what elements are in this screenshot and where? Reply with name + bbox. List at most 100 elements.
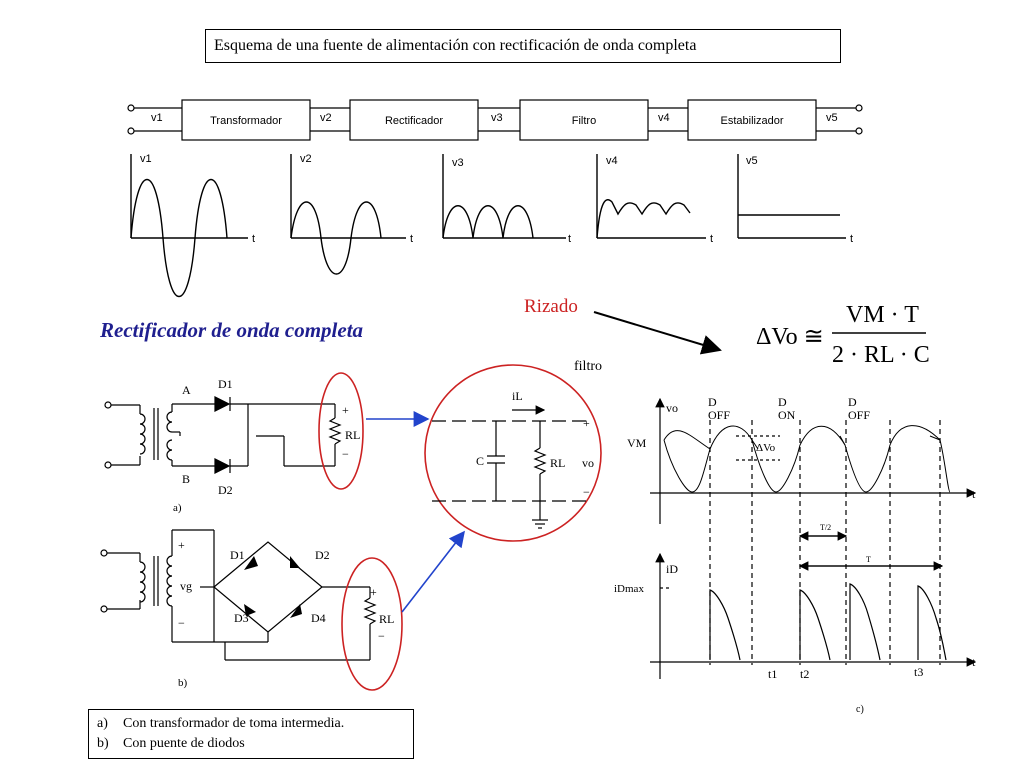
label-D1: D1	[218, 377, 233, 391]
legend-item: a) Con transformador de toma intermedia.	[97, 714, 405, 734]
label-t3: t3	[914, 665, 923, 679]
label-VM: VM	[627, 436, 647, 450]
node-label: v4	[658, 112, 670, 124]
label-RL: RL	[550, 456, 565, 470]
block-labels: Transformador Rectificador Filtro Estabi…	[151, 112, 838, 127]
node-label: v3	[491, 112, 503, 124]
label-vg: vg	[180, 579, 192, 593]
axis-t: t	[972, 487, 976, 501]
label-D2: D2	[315, 548, 330, 562]
block-label: Transformador	[210, 115, 282, 127]
circuit-a-labels: A B D1 D2 RL + − a)	[173, 377, 360, 514]
node-label: v1	[151, 112, 163, 124]
block-label: Filtro	[572, 115, 596, 127]
highlight-ellipse-b	[341, 557, 403, 691]
circuit-tag: b)	[178, 677, 188, 689]
formula-numerator: VM · T	[846, 302, 919, 328]
label-C: C	[476, 454, 484, 468]
label-D3: D3	[234, 611, 249, 625]
zoom-circuit	[432, 405, 590, 529]
label-plus: +	[342, 403, 349, 417]
label-t1: t1	[768, 667, 777, 681]
block-label: Rectificador	[385, 115, 443, 127]
block-filtro	[519, 99, 649, 141]
node-label: v2	[320, 112, 332, 124]
zoom-circle	[424, 364, 602, 542]
label-state: OFF	[708, 408, 730, 422]
label-state: OFF	[848, 408, 870, 422]
highlight-ellipse-a	[318, 372, 364, 490]
legend-item: b) Con puente de diodos	[97, 734, 405, 754]
label-dVo: ΔVo	[756, 442, 776, 454]
circuit-a	[104, 396, 342, 474]
label-vo: vo	[582, 456, 594, 470]
filtro-label: filtro	[574, 359, 602, 374]
wave-label: v3	[452, 157, 464, 169]
label-vo: vo	[666, 401, 678, 415]
label-RL: RL	[379, 612, 394, 626]
label-plus: +	[178, 538, 185, 552]
label-state: ON	[778, 408, 796, 422]
label-iD: iD	[666, 562, 678, 576]
label-plus: +	[583, 416, 590, 430]
axis-t: t	[252, 233, 255, 245]
block-diagram	[127, 99, 863, 141]
axis-t: t	[850, 233, 853, 245]
wave-label: v5	[746, 155, 758, 167]
rizado-label: Rizado	[524, 296, 578, 317]
axis-t: t	[710, 233, 713, 245]
label-D1: D1	[230, 548, 245, 562]
waveform-v5	[737, 154, 846, 239]
label-T: T	[866, 555, 871, 564]
legend-key: b)	[97, 736, 109, 751]
page-title: Esquema de una fuente de alimentación co…	[205, 29, 841, 63]
waveform-v1	[130, 154, 248, 298]
axis-t: t	[568, 233, 571, 245]
block-transformador	[181, 99, 311, 141]
label-D2: D2	[218, 483, 233, 497]
label-minus: −	[342, 447, 349, 461]
axis-t: t	[410, 233, 413, 245]
zoom-arrow-b	[401, 530, 465, 613]
formula-denominator: 2 · RL · C	[832, 342, 930, 368]
label-D4: D4	[311, 611, 326, 625]
label-iL: iL	[512, 389, 523, 403]
legend-key: a)	[97, 716, 108, 731]
label-t2: t2	[800, 667, 809, 681]
waveform-v2	[290, 154, 406, 275]
legend-text: Con puente de diodos	[123, 736, 245, 751]
block-rectificador	[349, 99, 479, 141]
label-minus: −	[583, 485, 590, 499]
rizado-arrow	[593, 311, 722, 355]
node-label: v5	[826, 112, 838, 124]
section-title: Rectificador de onda completa	[100, 318, 364, 342]
label-A: A	[182, 383, 191, 397]
axis-t: t	[972, 655, 976, 669]
legend-box: a)Con transformador de toma intermedia. …	[88, 709, 414, 759]
waveform-v4	[596, 154, 706, 239]
label-state-d: D	[708, 395, 717, 409]
zoom-labels: iL C RL vo + −	[476, 389, 594, 499]
timing-labels: vo VM ΔVo t D OFF D ON D OFF T/2 T iD iD…	[614, 395, 976, 715]
circuit-tag: c)	[856, 704, 864, 715]
circuit-tag: a)	[173, 502, 182, 514]
legend-text: Con transformador de toma intermedia.	[123, 716, 345, 731]
wave-label: v4	[606, 155, 618, 167]
wave-label: v2	[300, 153, 312, 165]
waveform-v3	[442, 154, 566, 239]
block-estabilizador	[687, 99, 817, 141]
circuit-b	[100, 529, 377, 661]
ripple-formula: ΔVo ≅ VM · T 2 · RL · C	[756, 302, 930, 368]
circuit-b-labels: vg + − D1 D2 D3 D4 RL + − b)	[178, 538, 394, 689]
label-plus: +	[370, 585, 377, 599]
label-B: B	[182, 472, 190, 486]
timing-diagram	[650, 397, 977, 679]
label-iDmax: iDmax	[614, 583, 644, 595]
formula-lhs: ΔVo ≅	[756, 324, 824, 350]
waveform-labels: v1 v2 v3 v4 v5 t t t t t	[140, 153, 853, 245]
label-minus: −	[178, 616, 185, 630]
label-minus: −	[378, 629, 385, 643]
label-state-d: D	[778, 395, 787, 409]
block-label: Estabilizador	[721, 115, 784, 127]
